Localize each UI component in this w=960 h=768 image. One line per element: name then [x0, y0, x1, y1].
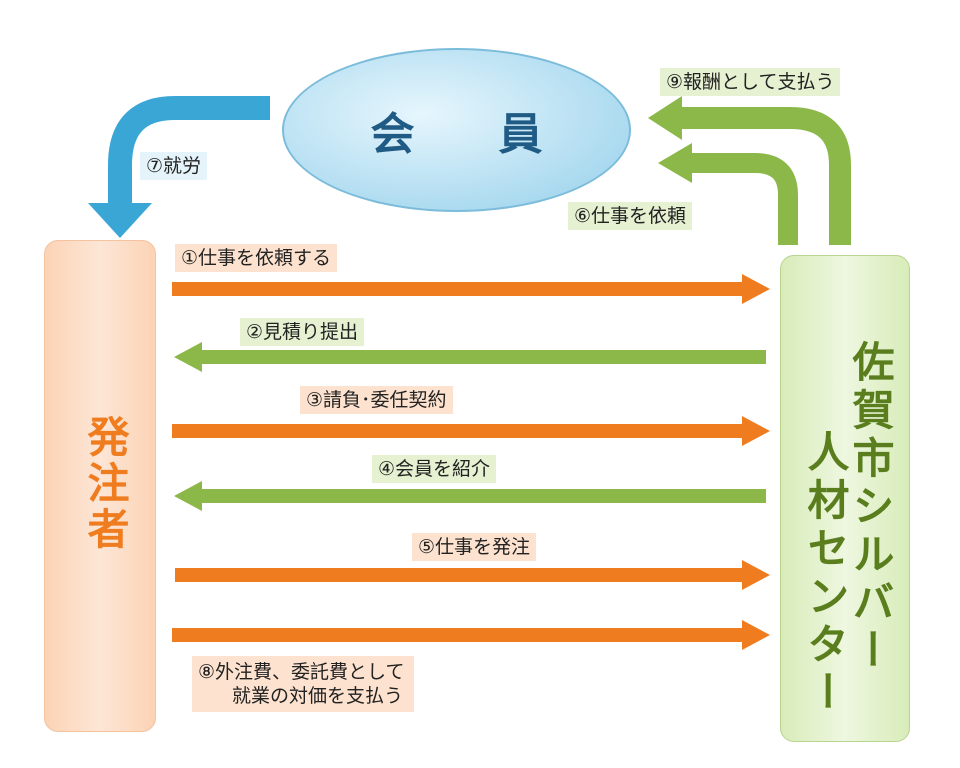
arrow-s8-head — [742, 620, 770, 650]
step-6-label: ⑥仕事を依頼 — [568, 202, 693, 230]
step-8-label-line1: ⑧外注費、委託費として — [198, 661, 405, 683]
arrow-s5-shaft — [175, 568, 744, 582]
arrow-s1-shaft — [172, 282, 744, 296]
arrow-s9-pay — [680, 107, 851, 245]
arrow-s4-head — [174, 481, 202, 511]
step-9-label: ⑨報酬として支払う — [660, 68, 841, 96]
arrow-s5-head — [742, 560, 770, 590]
step-7-label: ⑦就労 — [140, 152, 208, 180]
arrow-s2-head — [174, 342, 202, 372]
arrow-s7-head — [88, 203, 152, 238]
step-8-label-line2: 就業の対価を支払う — [232, 685, 404, 707]
arrow-s3-head — [742, 416, 770, 446]
orderer-label: 発注者 — [81, 415, 130, 553]
silver-center-label-line2: 人材センター — [801, 430, 850, 718]
arrow-s2-shaft — [200, 350, 766, 364]
step-1-label: ①仕事を依頼する — [175, 244, 338, 272]
orderer-node — [44, 240, 156, 732]
silver-center-label-line1: 佐賀市シルバー — [846, 340, 895, 676]
arrow-s7-work — [108, 96, 270, 205]
step-3-label: ③請負･委任契約 — [300, 386, 453, 414]
step-5-label: ⑤仕事を発注 — [412, 533, 537, 561]
member-node: 会 員 — [282, 48, 631, 212]
arrow-s9-head — [648, 96, 682, 140]
step-2-label: ②見積り提出 — [240, 318, 365, 346]
arrow-s1-head — [742, 274, 770, 304]
arrow-s6-request — [690, 153, 798, 245]
member-label: 会 員 — [370, 109, 563, 160]
arrow-s8-shaft — [172, 628, 744, 642]
arrow-s6-head — [658, 143, 692, 183]
step-8-label: ⑧外注費、委託費として 就業の対価を支払う — [192, 656, 415, 712]
arrow-s4-shaft — [200, 489, 766, 503]
step-4-label: ④会員を紹介 — [372, 455, 497, 483]
arrow-s3-shaft — [172, 424, 744, 438]
silver-center-node — [780, 255, 910, 742]
